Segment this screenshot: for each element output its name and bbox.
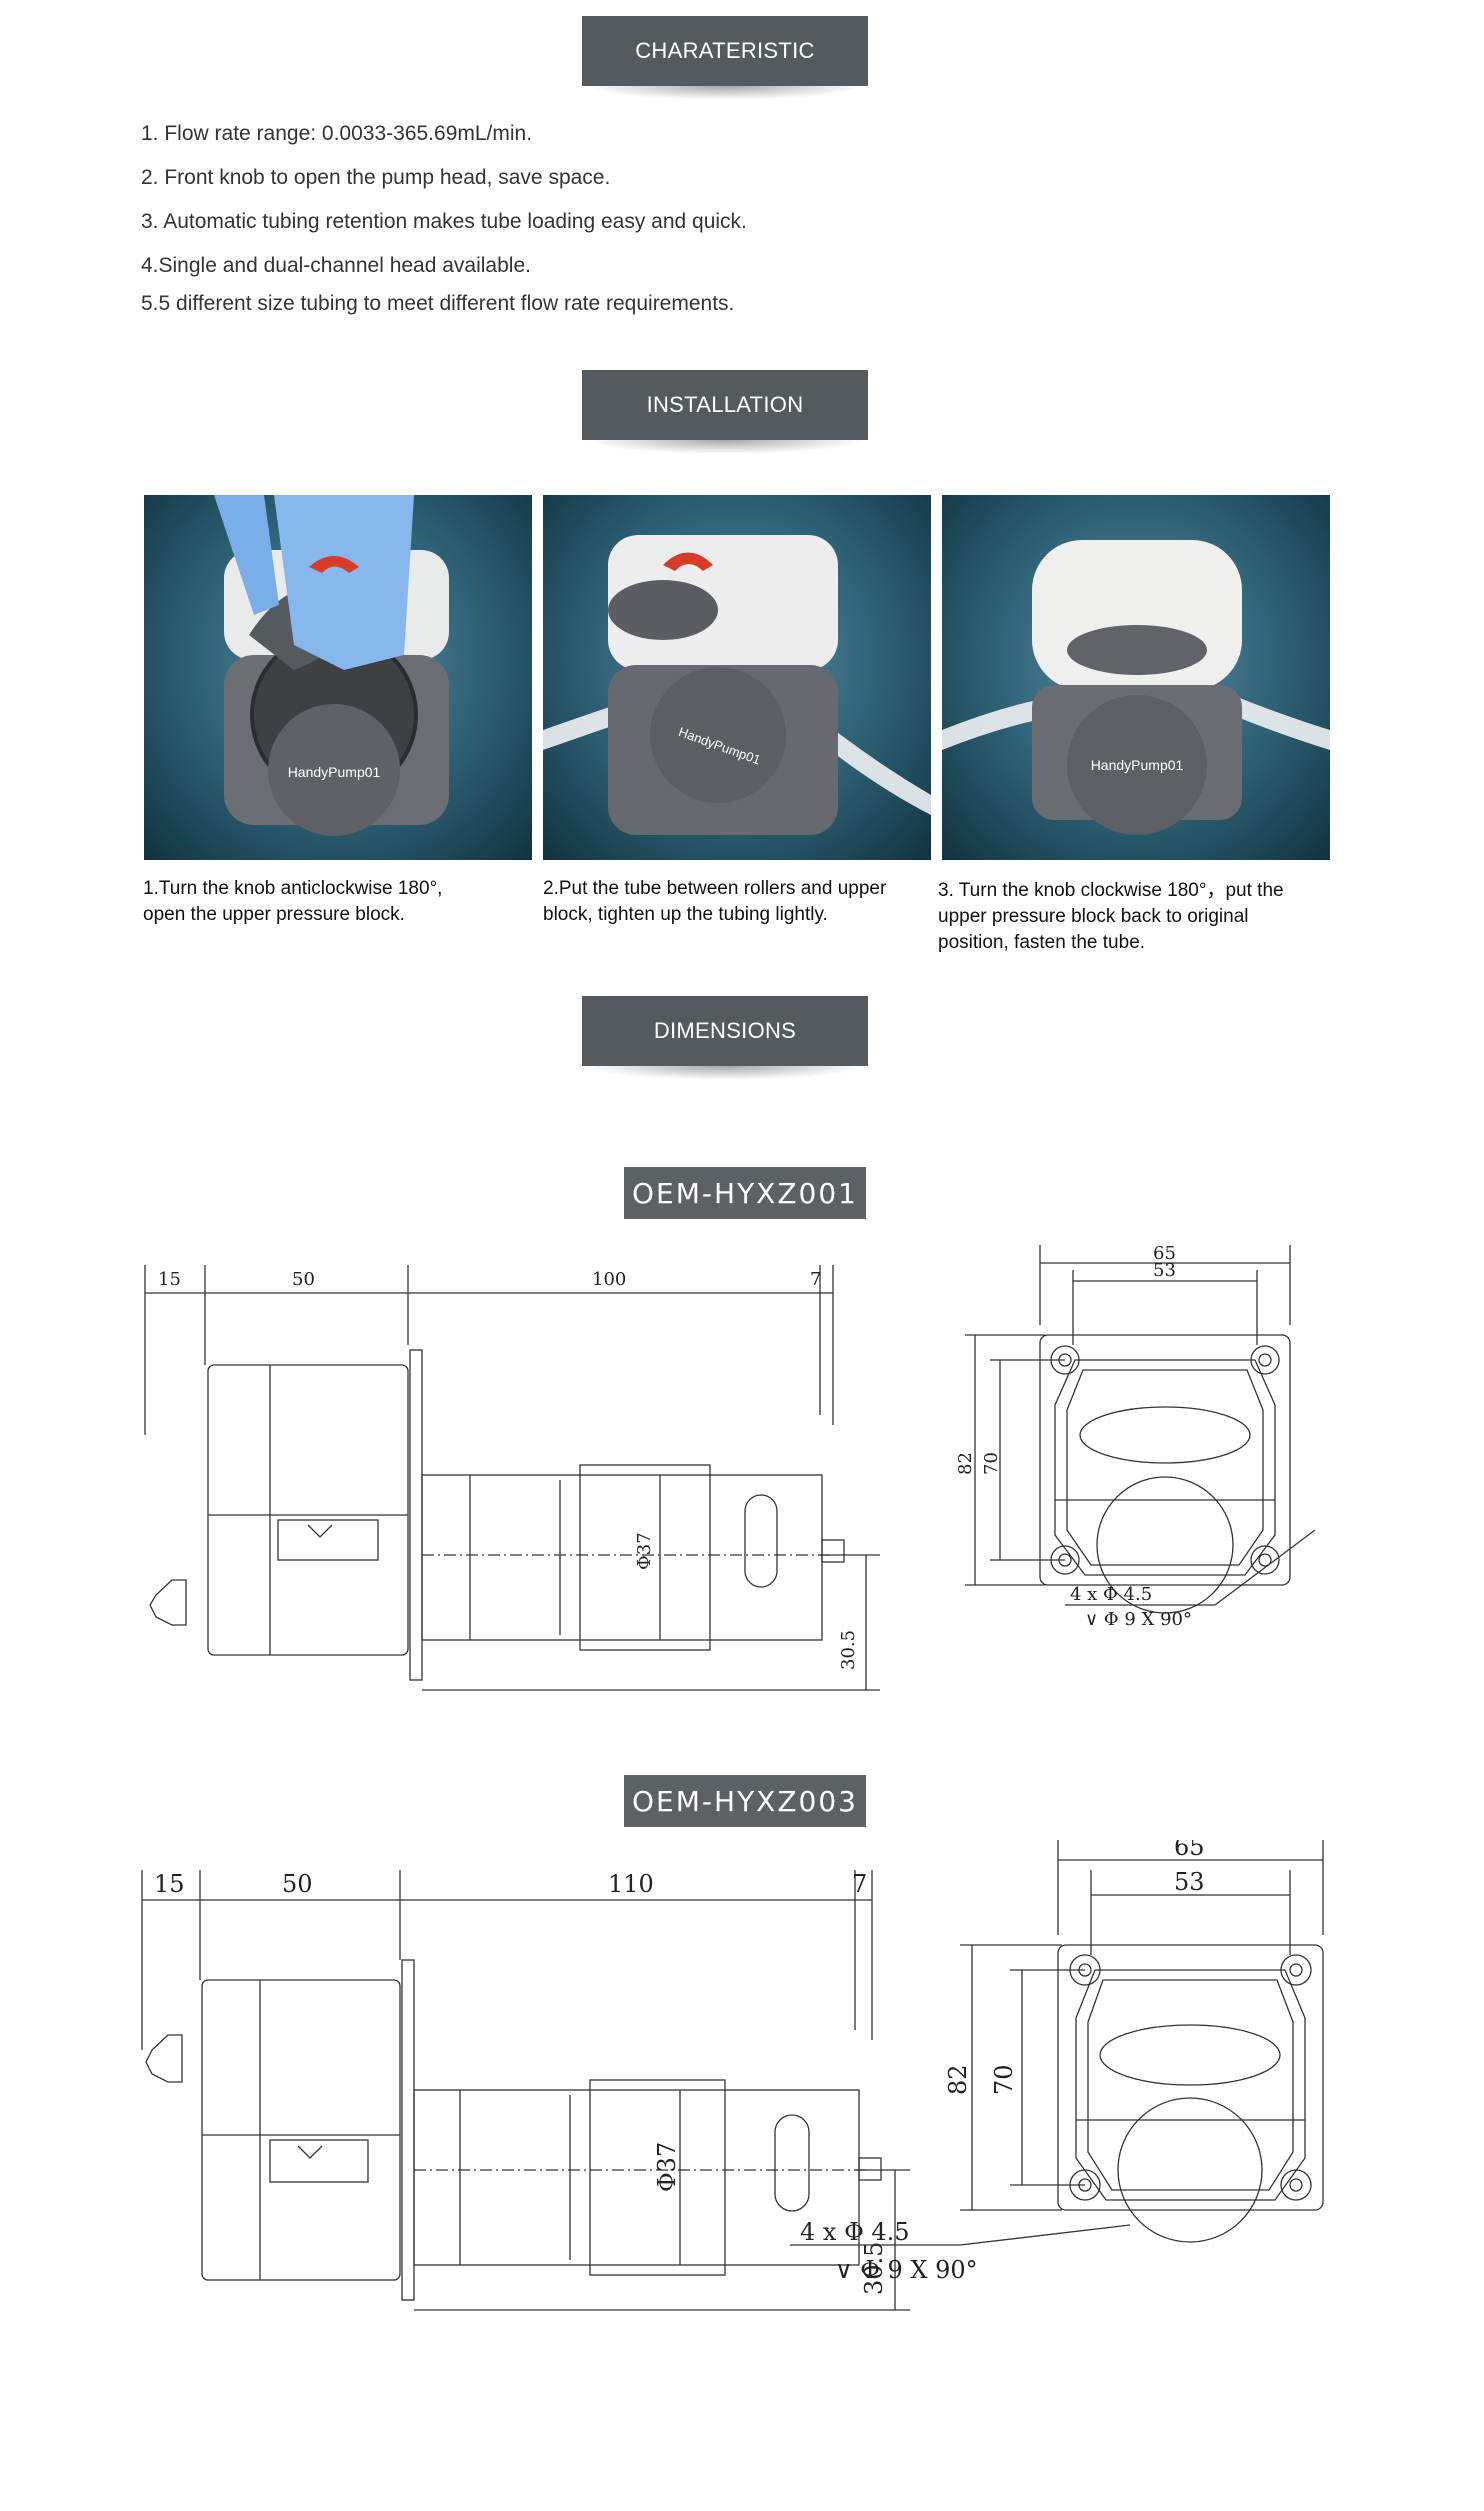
dim-label: 70 <box>990 2064 1018 2095</box>
dim-label: 53 <box>1153 1260 1176 1281</box>
dim-label: 82 <box>944 2064 972 2095</box>
dim-label: 50 <box>292 1269 315 1290</box>
dim-label: 65 <box>1174 1840 1205 1861</box>
dim-label: 7 <box>852 1870 867 1898</box>
dim-label: 110 <box>608 1870 654 1898</box>
install-photo-step-1: HandyPump01 <box>144 495 532 860</box>
banner-shadow <box>585 1066 865 1080</box>
front-view-drawing-1: 65 53 82 70 4 x Φ 4.5 ∨ Φ 9 X 90° <box>955 1245 1316 1630</box>
dim-label: 100 <box>592 1269 626 1290</box>
section-banner-installation: INSTALLATION <box>582 370 868 440</box>
dim-label: Φ37 <box>653 2142 681 2192</box>
feature-item: 5.5 different size tubing to meet differ… <box>141 292 735 315</box>
banner-shadow <box>585 86 865 100</box>
dim-label: 7 <box>810 1269 821 1290</box>
install-step-caption-1: 1.Turn the knob anticlockwise 180°, open… <box>143 878 443 925</box>
feature-item: 3. Automatic tubing retention makes tube… <box>141 210 747 233</box>
install-step-caption-2: 2.Put the tube between rollers and upper… <box>543 878 887 925</box>
dim-label: 30.5 <box>838 1630 859 1670</box>
dim-label: 30.5 <box>860 2242 888 2295</box>
feature-item: 4.Single and dual-channel head available… <box>141 254 531 277</box>
banner-shadow <box>585 440 865 454</box>
dim-label: 4 x Φ 4.5 <box>1070 1584 1152 1605</box>
dim-label: 53 <box>1174 1868 1205 1896</box>
dim-label: ∨ Φ 9 X 90° <box>835 2256 978 2284</box>
pump-brand-label: HandyPump01 <box>288 764 381 780</box>
install-photo-step-3: HandyPump01 <box>942 495 1330 860</box>
dim-label: Φ37 <box>634 1532 655 1570</box>
dim-label: 65 <box>1153 1245 1176 1264</box>
install-photo-step-2: HandyPump01 <box>543 495 931 860</box>
section-banner-dimensions: DIMENSIONS <box>582 996 868 1066</box>
feature-item: 1. Flow rate range: 0.0033-365.69mL/min. <box>141 122 533 145</box>
dim-label: ∨ Φ 9 X 90° <box>1085 1609 1192 1630</box>
install-step-caption-3: 3. Turn the knob clockwise 180°，put the … <box>938 880 1284 953</box>
dim-label: 15 <box>154 1870 185 1898</box>
dim-label: 82 <box>955 1452 976 1475</box>
dim-label: 15 <box>158 1269 181 1290</box>
pump-brand-label: HandyPump01 <box>1091 757 1184 773</box>
dim-label: 70 <box>981 1452 1002 1475</box>
feature-item: 2. Front knob to open the pump head, sav… <box>141 166 611 189</box>
dim-label: 50 <box>282 1870 313 1898</box>
model-label-1: OEM-HYXZ001 <box>624 1167 866 1219</box>
model-label-2: OEM-HYXZ003 <box>624 1775 866 1827</box>
dim-label: 4 x Φ 4.5 <box>800 2218 910 2246</box>
front-view-drawing-2: 65 53 82 70 4 x Φ 4.5 ∨ Φ 9 X 90° <box>790 1840 1324 2284</box>
side-view-drawing-2: 15 50 110 7 Φ37 30.5 <box>141 1870 910 2311</box>
section-banner-characteristic: CHARATERISTIC <box>582 16 868 86</box>
side-view-drawing-1: 15 50 100 7 Φ37 30.5 <box>144 1265 880 1691</box>
